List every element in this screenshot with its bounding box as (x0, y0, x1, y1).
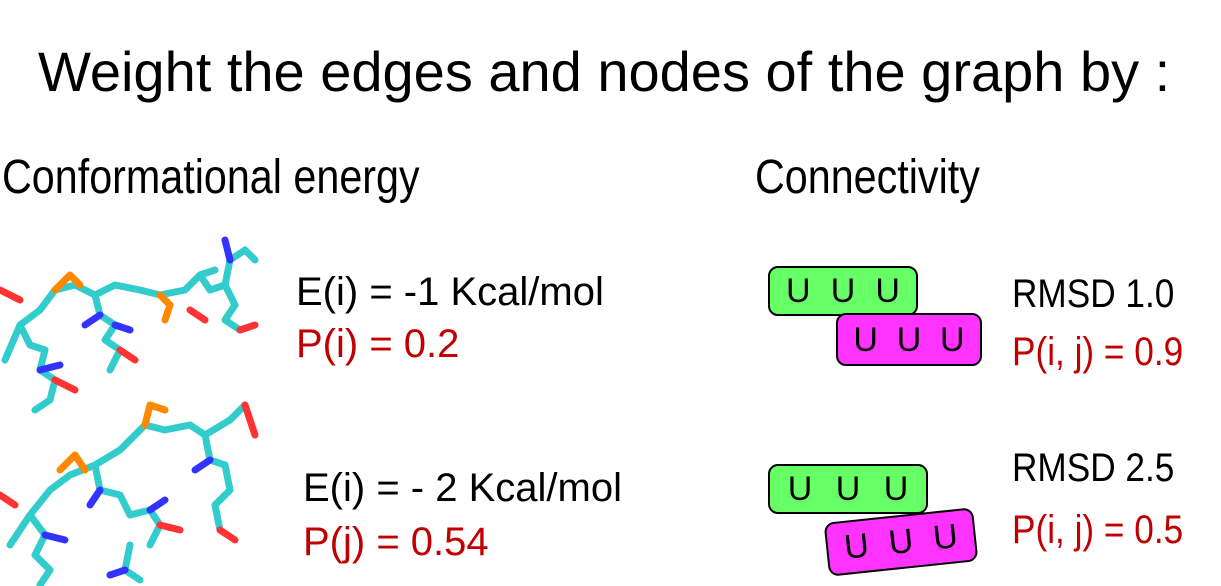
pair-probability-label-1: P(i, j) = 0.9 (1012, 330, 1184, 374)
nucleotide-label: U (886, 521, 916, 563)
energy-label-i: E(i) = -1 Kcal/mol (296, 270, 604, 314)
nucleotide-label: U (786, 272, 811, 310)
page-title: Weight the edges and nodes of the graph … (38, 40, 1171, 103)
connectivity-heading: Connectivity (755, 151, 980, 204)
nucleotide-label: U (940, 320, 965, 359)
sequence-box-magenta-2: U U U (823, 507, 979, 577)
sequence-box-green-2: U U U (768, 464, 928, 514)
nucleotide-label: U (875, 272, 900, 310)
rmsd-label-2: RMSD 2.5 (1012, 446, 1175, 490)
probability-label-j: P(j) = 0.54 (303, 520, 489, 564)
nucleotide-label: U (787, 470, 813, 508)
nucleotide-label: U (931, 517, 960, 558)
energy-label-j: E(i) = - 2 Kcal/mol (303, 466, 622, 510)
conformational-energy-heading: Conformational energy (2, 151, 420, 204)
sequence-box-magenta-1: U U U (836, 313, 982, 366)
nucleotide-label: U (896, 320, 922, 359)
rna-molecule-bottom-icon (0, 401, 259, 586)
nucleotide-label: U (835, 470, 861, 508)
sequence-box-green-1: U U U (768, 266, 918, 316)
nucleotide-label: U (830, 272, 856, 310)
nucleotide-label: U (883, 470, 909, 508)
rna-molecule-top-icon (0, 236, 259, 414)
pair-probability-label-2: P(i, j) = 0.5 (1012, 508, 1184, 552)
probability-label-i: P(i) = 0.2 (296, 322, 460, 366)
nucleotide-label: U (842, 526, 871, 567)
rmsd-label-1: RMSD 1.0 (1012, 272, 1175, 316)
nucleotide-label: U (853, 320, 878, 359)
